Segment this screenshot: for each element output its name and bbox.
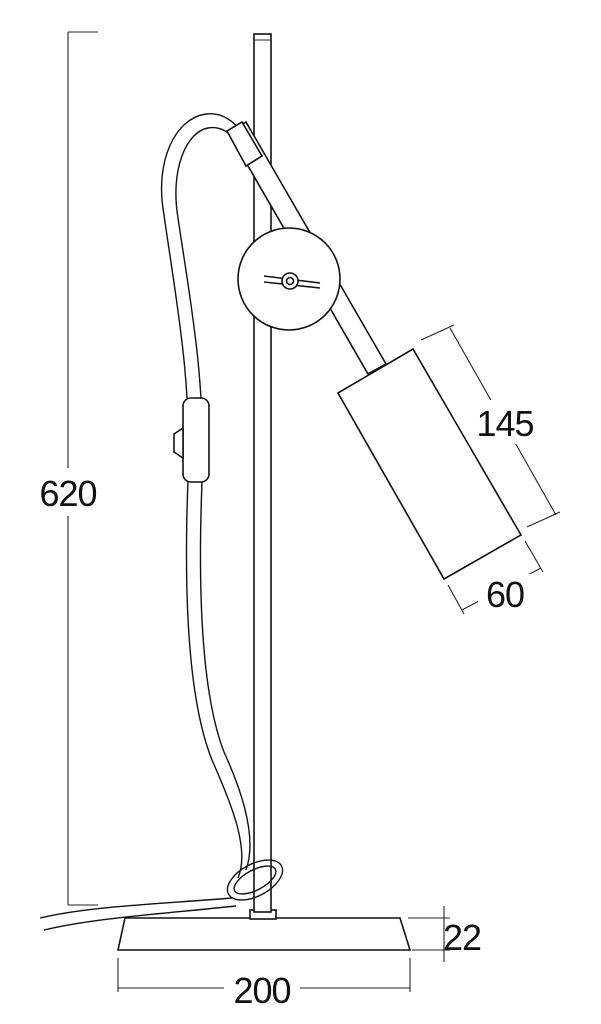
shade-diameter-ext-left (447, 584, 465, 615)
base-plate (117, 917, 412, 951)
pivot-joint (237, 227, 341, 331)
lamp-shade (336, 347, 523, 581)
base-height-dimension: 22 (408, 906, 482, 962)
shade-length-ext-top (420, 324, 455, 341)
switch-body (182, 397, 210, 483)
shade-length-ext-bottom (526, 511, 561, 528)
shade-body (336, 347, 523, 581)
shade-diameter-label-backdrop (478, 574, 532, 616)
height-label: 620 (39, 473, 96, 514)
shade-diameter-dimension: 60 (447, 540, 544, 616)
base-width-label-backdrop (224, 968, 300, 1012)
base-height-label: 22 (443, 917, 481, 958)
base-width-label: 200 (233, 970, 290, 1011)
pivot-knob-center (285, 276, 295, 286)
shade-length-label: 145 (476, 403, 533, 444)
height-label-backdrop (30, 468, 106, 516)
power-cable-floor (39, 897, 237, 931)
switch-rocker (173, 426, 184, 460)
base-width-dimension: 200 (117, 958, 411, 1012)
shade-length-dimension: 145 (420, 324, 561, 528)
power-cable-arch (160, 113, 251, 879)
inline-switch (173, 397, 210, 483)
shade-length-label-backdrop (470, 400, 540, 444)
lamp-base (117, 909, 412, 951)
shade-diameter-label: 60 (486, 574, 524, 615)
height-dimension: 620 (30, 31, 106, 906)
shade-diameter-ext-right (524, 540, 544, 573)
arm-end-cap (225, 120, 264, 168)
